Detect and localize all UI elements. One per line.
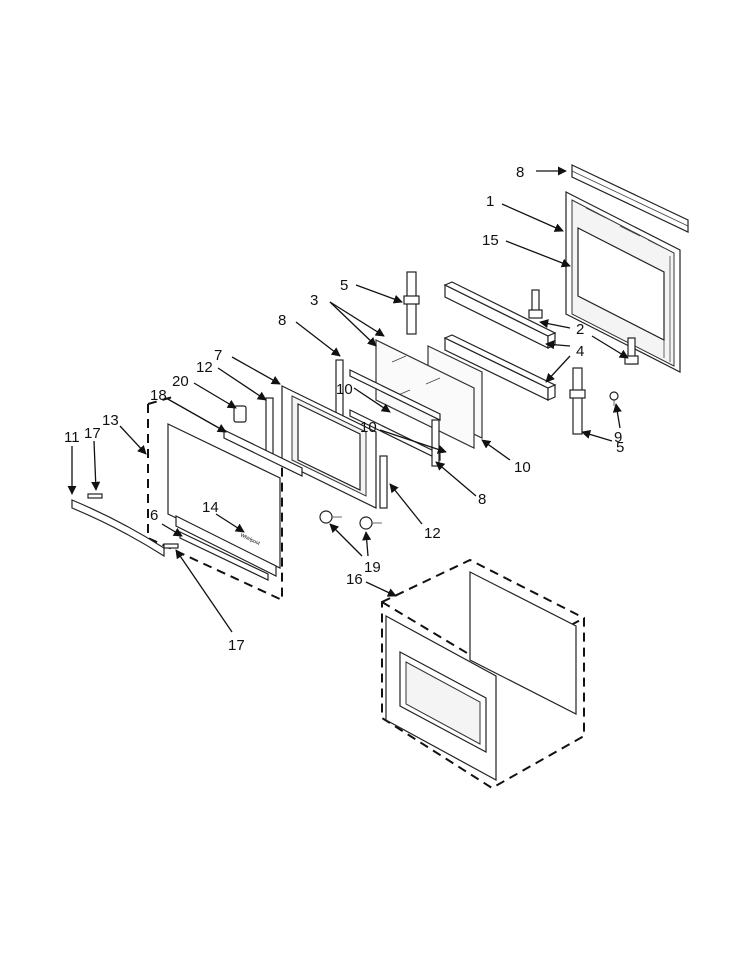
callout-4: 4 xyxy=(576,343,584,360)
leader-19-a xyxy=(329,523,363,557)
leader-lines xyxy=(67,166,629,633)
part-5-side-bracket-lower xyxy=(569,367,586,435)
leader-13 xyxy=(119,425,147,455)
leader-12-right xyxy=(389,483,423,525)
leader-8-mid xyxy=(295,321,341,357)
leader-3-a xyxy=(329,301,385,337)
leader-2-b xyxy=(591,335,629,359)
leader-9 xyxy=(612,403,622,429)
leader-8-right xyxy=(435,461,477,497)
leader-10-c xyxy=(481,439,511,461)
callout-14: 14 xyxy=(202,499,219,516)
callout-18: 18 xyxy=(150,387,167,404)
part-8-top-strip xyxy=(571,164,689,233)
callout-12-left: 12 xyxy=(196,359,213,376)
callout-3: 3 xyxy=(310,292,318,309)
callout-8-mid: 8 xyxy=(278,312,286,329)
part-18-rail xyxy=(223,429,303,477)
callout-17-upper: 17 xyxy=(84,425,101,442)
leader-14 xyxy=(215,513,245,533)
part-11-door-handle xyxy=(71,499,165,558)
leader-1 xyxy=(501,203,564,232)
part-1-inner-door-panel xyxy=(565,191,681,373)
leader-4-a xyxy=(545,340,571,350)
callout-19: 19 xyxy=(364,559,381,576)
leader-20 xyxy=(193,382,237,409)
leader-17-upper xyxy=(91,440,101,491)
callout-9: 9 xyxy=(614,429,622,446)
part-2-hinge-upper xyxy=(528,289,543,319)
callout-8-top: 8 xyxy=(516,164,524,181)
leader-2-a xyxy=(539,319,571,329)
part-12-trim-left xyxy=(265,397,274,457)
callout-6: 6 xyxy=(150,507,158,524)
leader-10-b xyxy=(379,429,447,454)
part-10-retainer-top xyxy=(349,369,441,421)
callout-15: 15 xyxy=(482,232,499,249)
part-8-spacer-right xyxy=(431,419,440,467)
part-13-outer-door-assembly xyxy=(147,395,283,602)
callout-5-lower: 5 xyxy=(616,439,624,456)
part-12-trim-right xyxy=(379,455,388,509)
callout-13: 13 xyxy=(102,412,119,429)
callout-20: 20 xyxy=(172,373,189,390)
callout-10-c: 10 xyxy=(514,459,531,476)
callout-7: 7 xyxy=(214,347,222,364)
part-20-pin xyxy=(233,405,247,423)
callout-10-a: 10 xyxy=(336,381,353,398)
part-19-pin-right xyxy=(359,516,382,530)
leader-5-lower xyxy=(581,429,613,442)
part-16-outer-door-panel xyxy=(381,558,585,790)
leader-19-b xyxy=(362,531,372,557)
leader-6 xyxy=(161,523,183,537)
part-7-door-frame xyxy=(281,385,377,509)
leader-15 xyxy=(505,240,571,268)
leader-16 xyxy=(365,581,397,597)
leader-7 xyxy=(231,356,281,385)
leader-18 xyxy=(165,397,227,433)
callout-labels: 8 1 15 5 3 8 2 4 7 12 20 18 10 10 9 5 13… xyxy=(64,164,624,654)
leader-4-b xyxy=(545,355,571,383)
part-4-lower-channel xyxy=(443,334,557,401)
callout-10-b: 10 xyxy=(360,419,377,436)
leader-17-lower xyxy=(175,549,233,633)
callout-8-right: 8 xyxy=(478,491,486,508)
leader-12-left xyxy=(217,367,267,401)
part-17-screw-upper xyxy=(87,493,103,499)
part-9-screw xyxy=(609,391,619,406)
callout-2: 2 xyxy=(576,321,584,338)
part-5-side-bracket-upper xyxy=(403,271,420,335)
callout-11: 11 xyxy=(64,429,80,446)
part-3-glass-pane-front xyxy=(375,339,475,449)
callout-1: 1 xyxy=(486,193,494,210)
callout-16: 16 xyxy=(346,571,363,588)
leader-3-b xyxy=(329,301,377,347)
part-17-screw-lower xyxy=(163,543,179,549)
callout-12-right: 12 xyxy=(424,525,441,542)
callout-17-lower: 17 xyxy=(228,637,245,654)
leader-5-upper xyxy=(355,284,403,304)
part-19-pin-left xyxy=(319,510,342,524)
leader-10-a xyxy=(353,387,391,413)
callout-5-upper: 5 xyxy=(340,277,348,294)
